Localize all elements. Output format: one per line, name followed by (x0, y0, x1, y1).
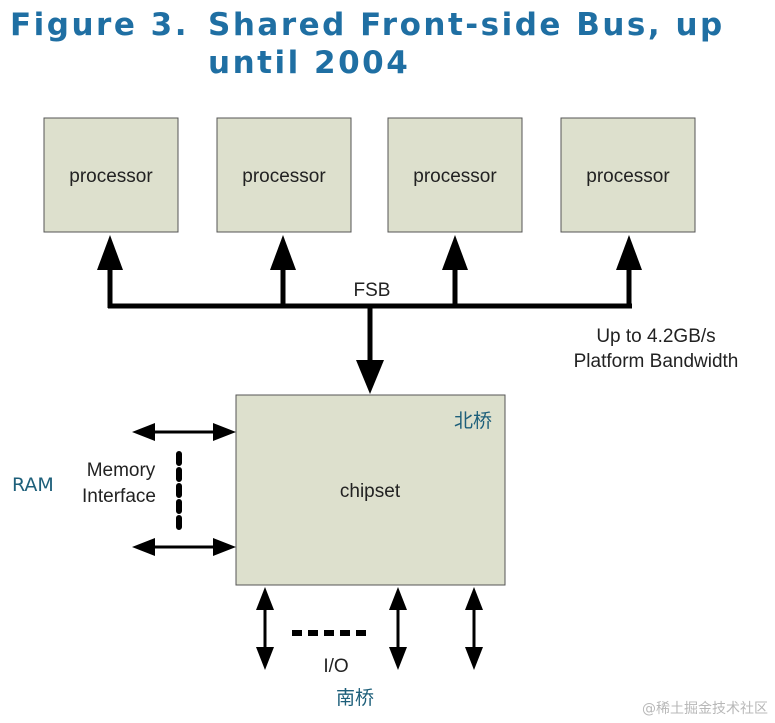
arrow-down-icon (389, 647, 407, 670)
arrow-down-icon (256, 647, 274, 670)
processor-box (43, 117, 179, 233)
southbridge-annotation: 南桥 (336, 687, 374, 709)
arrow-left-icon (132, 423, 155, 441)
figure-title-line1: Shared Front-side Bus, up (208, 7, 725, 43)
arrow-down-icon (356, 360, 384, 394)
arrow-up-icon (465, 587, 483, 610)
processor-label: processor (69, 166, 153, 187)
arrow-right-icon (213, 423, 236, 441)
processor-box (560, 117, 696, 233)
ram-label: RAM (12, 474, 54, 496)
processor-1: processor (43, 117, 179, 233)
processor-box (216, 117, 352, 233)
processor-2: processor (216, 117, 352, 233)
chipset: chipset 北桥 (235, 394, 506, 586)
arrow-left-icon (132, 538, 155, 556)
figure-label: Figure 3. (10, 7, 190, 43)
io-interface: I/O 南桥 (256, 587, 483, 709)
arrow-down-icon (465, 647, 483, 670)
processor-label: processor (242, 166, 326, 187)
io-label: I/O (323, 656, 348, 677)
memory-interface-line1: Memory (87, 460, 156, 481)
bandwidth-line2: Platform Bandwidth (574, 351, 739, 372)
memory-interface-line2: Interface (82, 486, 156, 507)
arrow-up-icon (389, 587, 407, 610)
memory-interface: Memory Interface RAM (12, 423, 236, 556)
arrow-up-icon (97, 235, 123, 270)
processor-label: processor (586, 166, 670, 187)
northbridge-annotation: 北桥 (454, 410, 492, 432)
figure-title-line2: until 2004 (208, 45, 411, 81)
bandwidth-line1: Up to 4.2GB/s (596, 326, 715, 347)
arrow-up-icon (270, 235, 296, 270)
figure-title: Figure 3. Shared Front-side Bus, up until… (10, 6, 750, 82)
processor-3: processor (387, 117, 523, 233)
chipset-label: chipset (340, 481, 401, 502)
arrow-up-icon (442, 235, 468, 270)
fsb-label: FSB (354, 280, 391, 301)
arrow-up-icon (256, 587, 274, 610)
arrow-right-icon (213, 538, 236, 556)
watermark: @稀土掘金技术社区 (642, 701, 768, 717)
front-side-bus: FSB Up to 4.2GB/s Platform Bandwidth (97, 235, 738, 394)
processor-4: processor (560, 117, 696, 233)
chipset-box (235, 394, 506, 586)
processor-box (387, 117, 523, 233)
arrow-up-icon (616, 235, 642, 270)
processor-label: processor (413, 166, 497, 187)
